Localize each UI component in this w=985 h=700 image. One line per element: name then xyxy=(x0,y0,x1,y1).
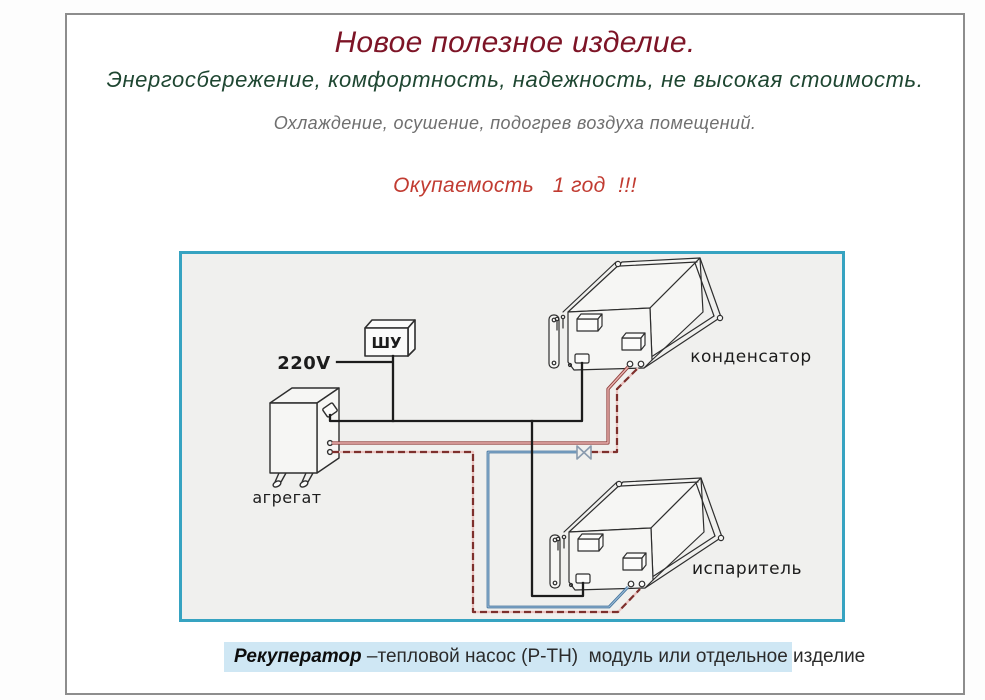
label-220v: 220V xyxy=(277,353,331,374)
functions-line: Охлаждение, осушение, подогрев воздуха п… xyxy=(273,113,757,133)
label-evaporator: испаритель xyxy=(692,559,802,579)
label-condenser: конденсатор xyxy=(690,347,811,367)
control-cabinet-drawing xyxy=(364,319,416,357)
wire-liquid-red-dashed xyxy=(332,367,641,614)
payback-line: Окупаемость 1 год !!! xyxy=(393,174,637,197)
benefits-line: Энергосбережение, комфортность, надежнос… xyxy=(106,67,924,92)
wire-power-black xyxy=(328,354,585,598)
label-aggregate: агрегат xyxy=(252,488,321,507)
label-control-box: ШУ xyxy=(371,334,402,352)
caption-bar: Рекуператор –тепловой насос (Р-ТН) модул… xyxy=(224,642,865,672)
caption-description: –тепловой насос (Р-ТН) модуль или отдель… xyxy=(361,646,866,667)
schematic-diagram: 220V ШУ агрегат конденсатор испаритель xyxy=(179,251,845,622)
wire-liquid-red xyxy=(332,365,630,445)
caption-product-name: Рекуператор xyxy=(234,646,362,667)
wire-suction-blue xyxy=(486,450,630,609)
valve-icon xyxy=(576,445,592,460)
page-title: Новое полезное изделие. xyxy=(334,26,696,59)
